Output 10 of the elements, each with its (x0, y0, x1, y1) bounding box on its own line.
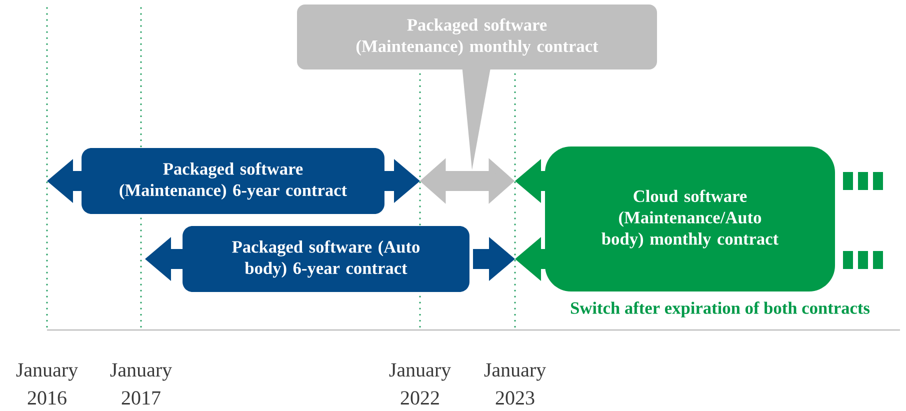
callout-tail (462, 69, 490, 170)
contract-arrow-box: Packaged software (Auto body) 6-year contract (145, 226, 515, 292)
contract-arrow-box: Cloud software (Maintenance/Auto body) monthly contract (515, 146, 835, 292)
year-label: January 2016 (16, 363, 78, 405)
year-label: January 2023 (484, 363, 546, 405)
callout-bubble: Packaged software (Maintenance) monthly contract (297, 4, 657, 70)
note-text: Switch after expiration of both contracts (570, 302, 870, 318)
year-label: January 2022 (389, 363, 452, 405)
contract-arrow-box: Packaged software (Maintenance) 6-year contract (47, 148, 420, 214)
year-label: January 2017 (110, 363, 172, 405)
